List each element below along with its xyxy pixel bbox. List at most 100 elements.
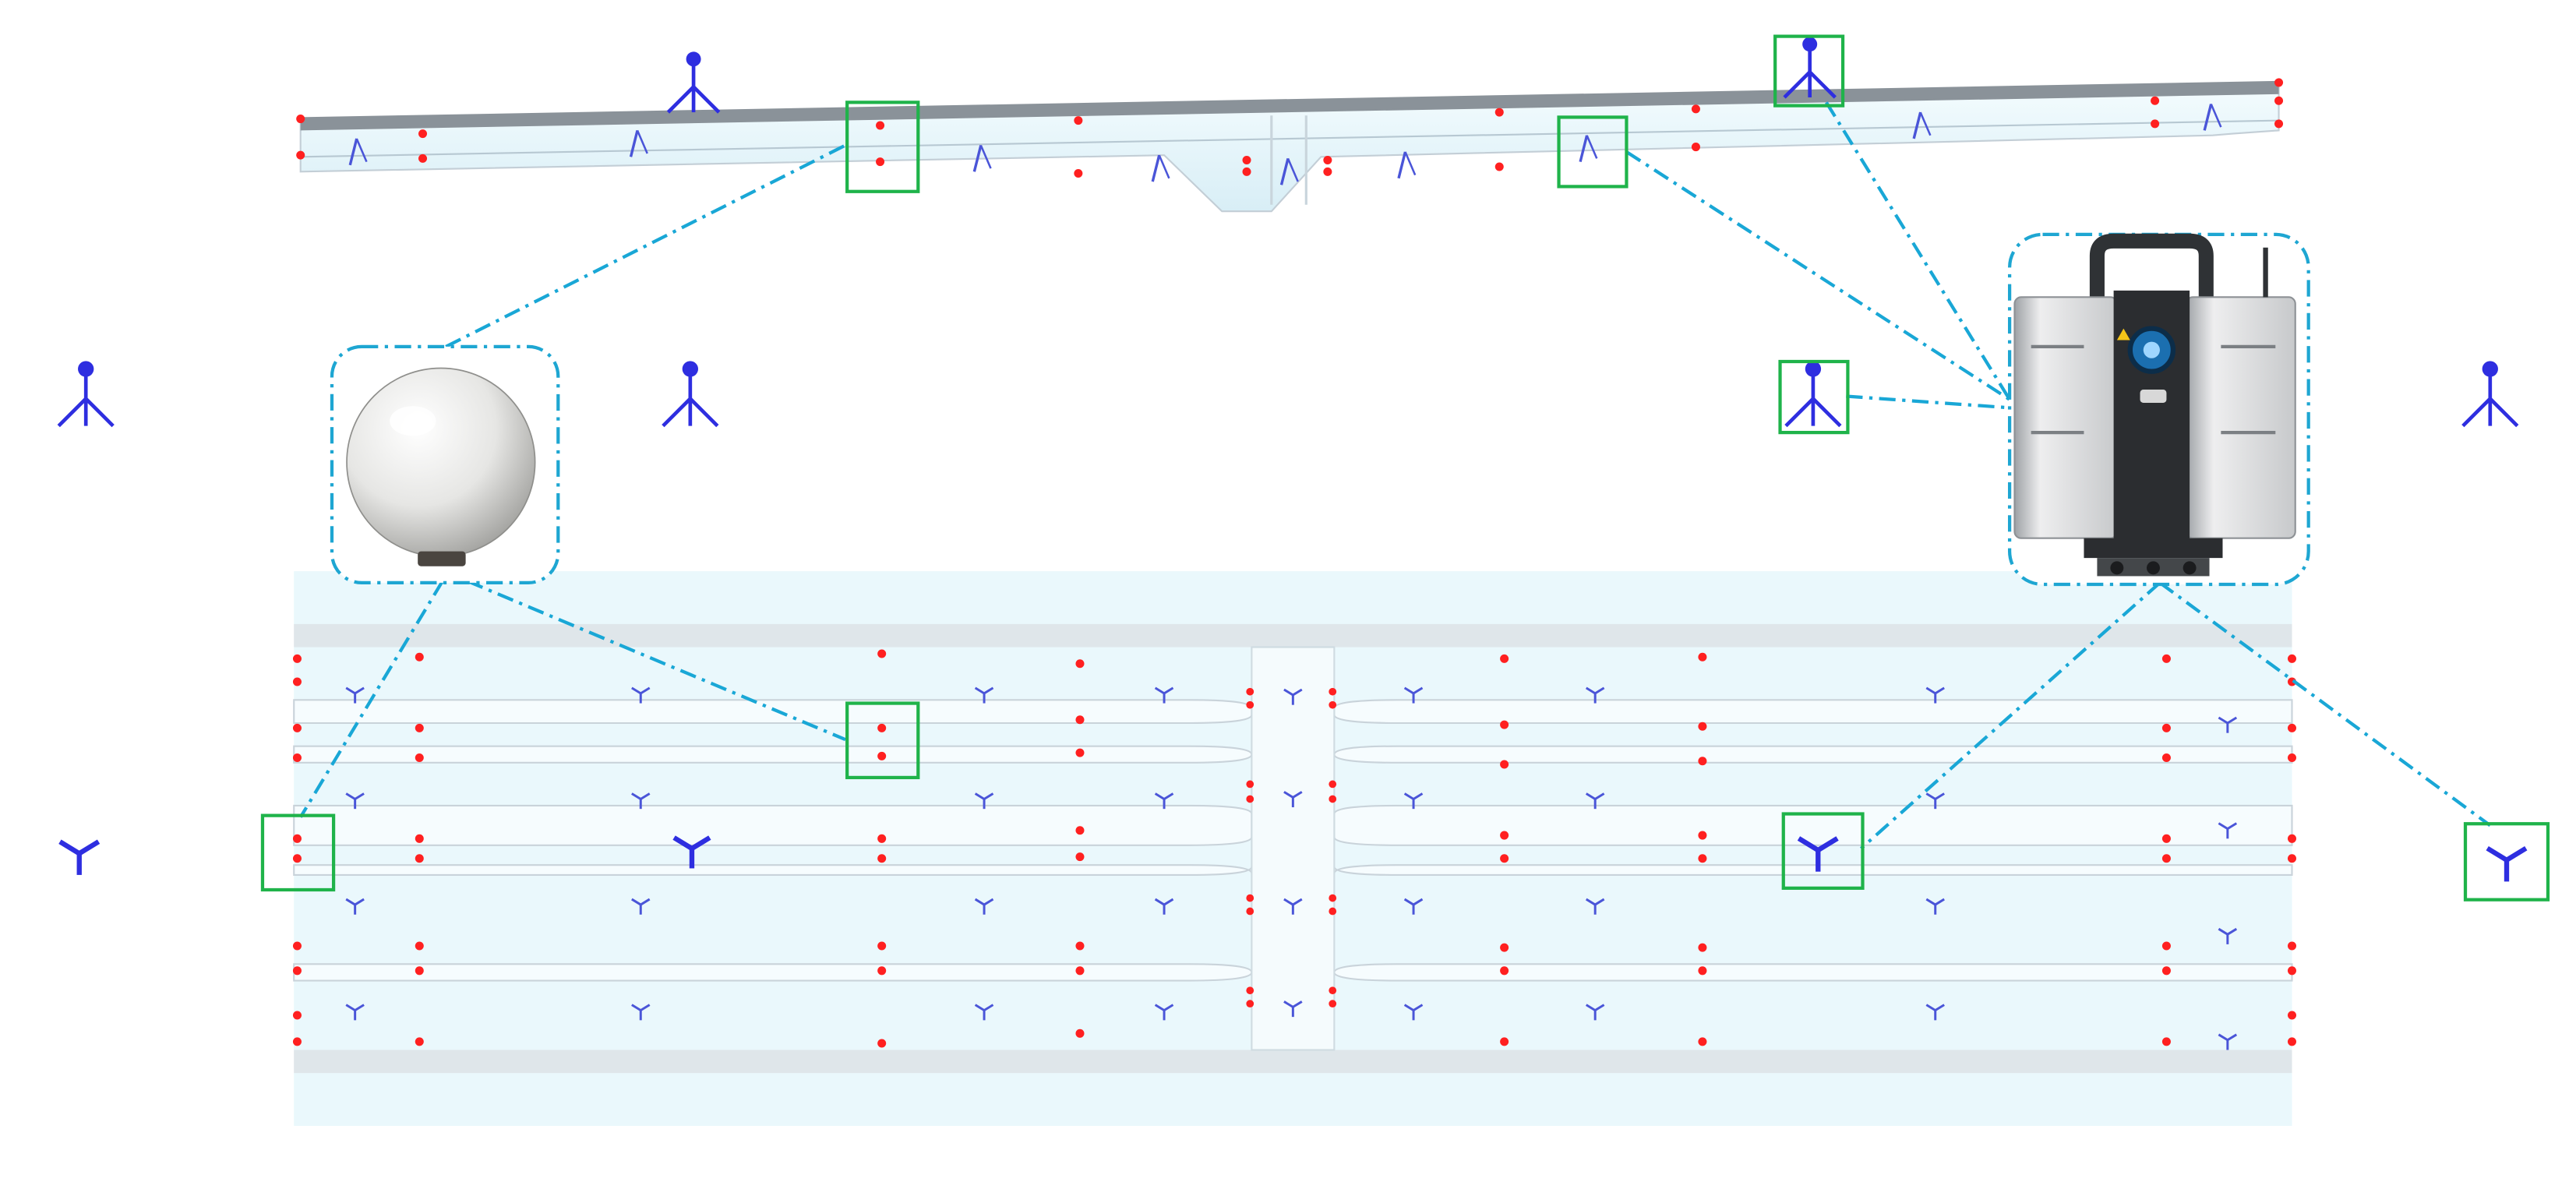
girder-web: [293, 699, 1253, 725]
deck-bottom-edge: [294, 1050, 2292, 1074]
girder-web: [1333, 963, 2293, 982]
target-point: [1323, 156, 1332, 165]
target-point: [2161, 723, 2171, 732]
station-mark: [348, 138, 368, 166]
plan-view: [292, 571, 2297, 1126]
leader-line: [466, 579, 846, 742]
girder-web: [293, 745, 1253, 764]
target-point: [418, 153, 428, 163]
girder-web: [1333, 864, 2293, 876]
target-point: [1698, 854, 1707, 863]
target-point: [415, 1037, 424, 1046]
station-mark: [1925, 898, 1945, 915]
station-y-icon: [2486, 845, 2528, 882]
station-mark: [1283, 688, 1303, 705]
leader-line: [445, 143, 847, 348]
target-point: [1075, 659, 1085, 669]
station-mark: [2203, 103, 2222, 131]
station-mark: [1585, 686, 1605, 704]
laser-scanner-callout: [2007, 232, 2310, 587]
plan-stations: [345, 686, 2238, 1050]
target-point: [1698, 757, 1707, 766]
target-point: [2161, 753, 2171, 762]
target-point: [2161, 654, 2171, 663]
target-point: [1329, 780, 1337, 789]
station-mark: [1154, 792, 1174, 810]
highlight-box: [2463, 822, 2550, 901]
station-mark: [974, 1004, 994, 1021]
tripod-icon: [1783, 37, 1837, 99]
girder-web: [1333, 804, 2293, 846]
target-point: [1698, 966, 1707, 976]
target-point: [2161, 834, 2171, 843]
target-point: [292, 1011, 302, 1020]
highlight-box: [1781, 812, 1865, 890]
target-point: [1075, 715, 1085, 725]
target-point: [1242, 167, 1251, 176]
target-point: [877, 966, 887, 976]
station-mark: [629, 129, 648, 157]
target-point: [2287, 854, 2297, 863]
station-mark: [1585, 1004, 1605, 1021]
target-point: [877, 751, 887, 760]
station-mark: [1154, 898, 1174, 915]
target-point: [1500, 720, 1509, 729]
target-point: [1698, 652, 1707, 662]
station-mark: [1397, 151, 1417, 179]
outer-scan-stations: [58, 835, 2528, 882]
girder-web: [1333, 745, 2293, 764]
target-point: [292, 753, 302, 762]
target-point: [1698, 943, 1707, 952]
laser-scanner-icon: [2013, 233, 2296, 577]
target-point: [2274, 78, 2284, 87]
station-mark: [1283, 1000, 1303, 1018]
tripod-icon: [2461, 361, 2519, 428]
station-mark: [1585, 792, 1605, 810]
target-point: [2161, 1037, 2171, 1046]
target-point: [2274, 119, 2284, 129]
sphere-target-icon: [346, 367, 536, 566]
target-point: [2161, 966, 2171, 976]
target-point: [1075, 826, 1085, 835]
target-point: [2287, 723, 2297, 732]
target-point: [292, 834, 302, 843]
target-point: [1494, 108, 1504, 117]
target-point: [296, 115, 305, 124]
highlight-box: [1557, 115, 1629, 189]
target-point: [1691, 104, 1700, 114]
target-point: [1075, 966, 1085, 976]
target-point: [2287, 966, 2297, 976]
target-point: [1329, 795, 1337, 803]
leader-line: [1846, 394, 2010, 410]
leader-line: [1625, 150, 2011, 401]
girder-web: [1333, 699, 2293, 725]
station-mark: [1912, 111, 1932, 139]
target-point: [415, 834, 424, 843]
target-point: [2274, 96, 2284, 105]
station-mark: [974, 686, 994, 704]
station-mark: [1154, 686, 1174, 704]
target-point: [1075, 941, 1085, 951]
target-point: [1698, 831, 1707, 840]
outer-tripods: [57, 37, 2519, 428]
target-point: [1500, 1037, 1509, 1046]
station-mark: [345, 686, 365, 704]
target-point: [292, 1037, 302, 1046]
slab-lower-edge: [300, 119, 2279, 158]
elevation-stations: [348, 103, 2222, 185]
target-point: [1500, 943, 1509, 952]
target-point: [876, 121, 885, 130]
station-mark: [1151, 154, 1170, 182]
station-mark: [1925, 792, 1945, 810]
target-point: [1246, 894, 1254, 902]
target-point: [877, 723, 887, 732]
target-point: [1500, 760, 1509, 769]
station-mark: [631, 1004, 651, 1021]
station-y-icon: [672, 835, 711, 869]
target-point: [415, 941, 424, 951]
leader-line: [1859, 581, 2161, 850]
station-mark: [972, 144, 992, 172]
target-point: [877, 854, 887, 863]
girder-web: [293, 864, 1253, 876]
